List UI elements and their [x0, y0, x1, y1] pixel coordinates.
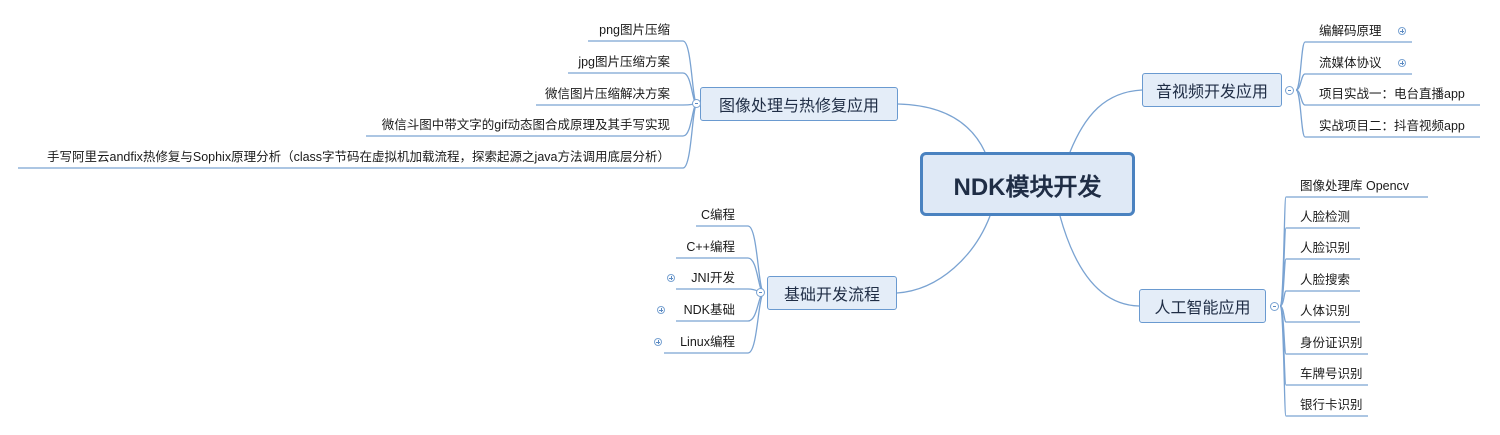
collapse-icon[interactable]: [1285, 86, 1294, 95]
connector-central-av: [1069, 89, 1143, 153]
branch-label: 人工智能应用: [1154, 300, 1251, 317]
leaf-jni-dev[interactable]: JNI开发: [691, 271, 735, 285]
branch-label: 基础开发流程: [783, 287, 880, 304]
expand-icon[interactable]: [1398, 27, 1406, 35]
expand-icon[interactable]: [654, 338, 662, 346]
collapse-icon[interactable]: [1270, 302, 1279, 311]
leaf-linux-programming[interactable]: Linux编程: [680, 335, 735, 349]
central-topic-label: NDK模块开发: [953, 173, 1102, 201]
leaf-face-detection[interactable]: 人脸检测: [1300, 210, 1351, 224]
central-topic-node[interactable]: NDK模块开发: [920, 152, 1135, 216]
branch-node-image-processing[interactable]: 图像处理与热修复应用: [700, 87, 898, 121]
connector-ai-leaf: [1279, 305, 1287, 417]
connector-basic-leaf: [747, 292, 765, 354]
connector-ai-leaf: [1279, 258, 1287, 307]
leaf-license-plate-recognition[interactable]: 车牌号识别: [1300, 367, 1363, 381]
leaf-radio-live-app[interactable]: 项目实战一：电台直播app: [1319, 87, 1465, 101]
branch-node-basic-dev-flow[interactable]: 基础开发流程: [767, 276, 897, 310]
leaf-bank-card-recognition[interactable]: 银行卡识别: [1300, 398, 1363, 412]
connector-av-leaf: [1295, 73, 1306, 91]
connector-central-basic: [896, 215, 991, 294]
collapse-icon[interactable]: [756, 288, 765, 297]
leaf-streaming-protocols[interactable]: 流媒体协议: [1319, 56, 1382, 70]
leaf-face-search[interactable]: 人脸搜索: [1300, 273, 1351, 287]
expand-icon[interactable]: [657, 306, 665, 314]
leaf-gif-synthesis[interactable]: 微信斗图中带文字的gif动态图合成原理及其手写实现: [381, 118, 670, 132]
leaf-face-recognition[interactable]: 人脸识别: [1300, 241, 1351, 255]
expand-icon[interactable]: [1398, 59, 1406, 67]
expand-icon[interactable]: [667, 274, 675, 282]
connector-central-image: [897, 103, 986, 153]
collapse-icon[interactable]: [692, 99, 701, 108]
branch-node-ai-applications[interactable]: 人工智能应用: [1139, 289, 1266, 323]
connector-ai-leaf: [1279, 290, 1287, 307]
leaf-jpg-compression[interactable]: jpg图片压缩方案: [578, 55, 670, 69]
branch-label: 图像处理与热修复应用: [718, 98, 879, 115]
leaf-c-programming[interactable]: C编程: [700, 208, 735, 222]
branch-label: 音视频开发应用: [1155, 84, 1268, 101]
leaf-opencv[interactable]: 图像处理库 Opencv: [1300, 179, 1410, 193]
leaf-codec-principles[interactable]: 编解码原理: [1319, 24, 1382, 38]
leaf-png-compression[interactable]: png图片压缩: [599, 23, 670, 37]
connector-av-leaf: [1295, 89, 1306, 138]
branch-node-audio-video[interactable]: 音视频开发应用: [1142, 73, 1282, 107]
leaf-body-recognition[interactable]: 人体识别: [1300, 304, 1351, 318]
connector-av-leaf: [1295, 41, 1306, 91]
connector-image-leaf: [682, 40, 698, 105]
connector-central-ai: [1059, 215, 1140, 307]
leaf-ndk-basics[interactable]: NDK基础: [683, 303, 735, 317]
leaf-id-card-recognition[interactable]: 身份证识别: [1300, 336, 1363, 350]
leaf-cpp-programming[interactable]: C++编程: [686, 240, 735, 254]
leaf-wechat-compression[interactable]: 微信图片压缩解决方案: [544, 87, 670, 101]
leaf-hotfix-analysis[interactable]: 手写阿里云andfix热修复与Sophix原理分析（class字节码在虚拟机加载…: [47, 150, 670, 164]
leaf-douyin-video-app[interactable]: 实战项目二：抖音视频app: [1319, 119, 1465, 133]
